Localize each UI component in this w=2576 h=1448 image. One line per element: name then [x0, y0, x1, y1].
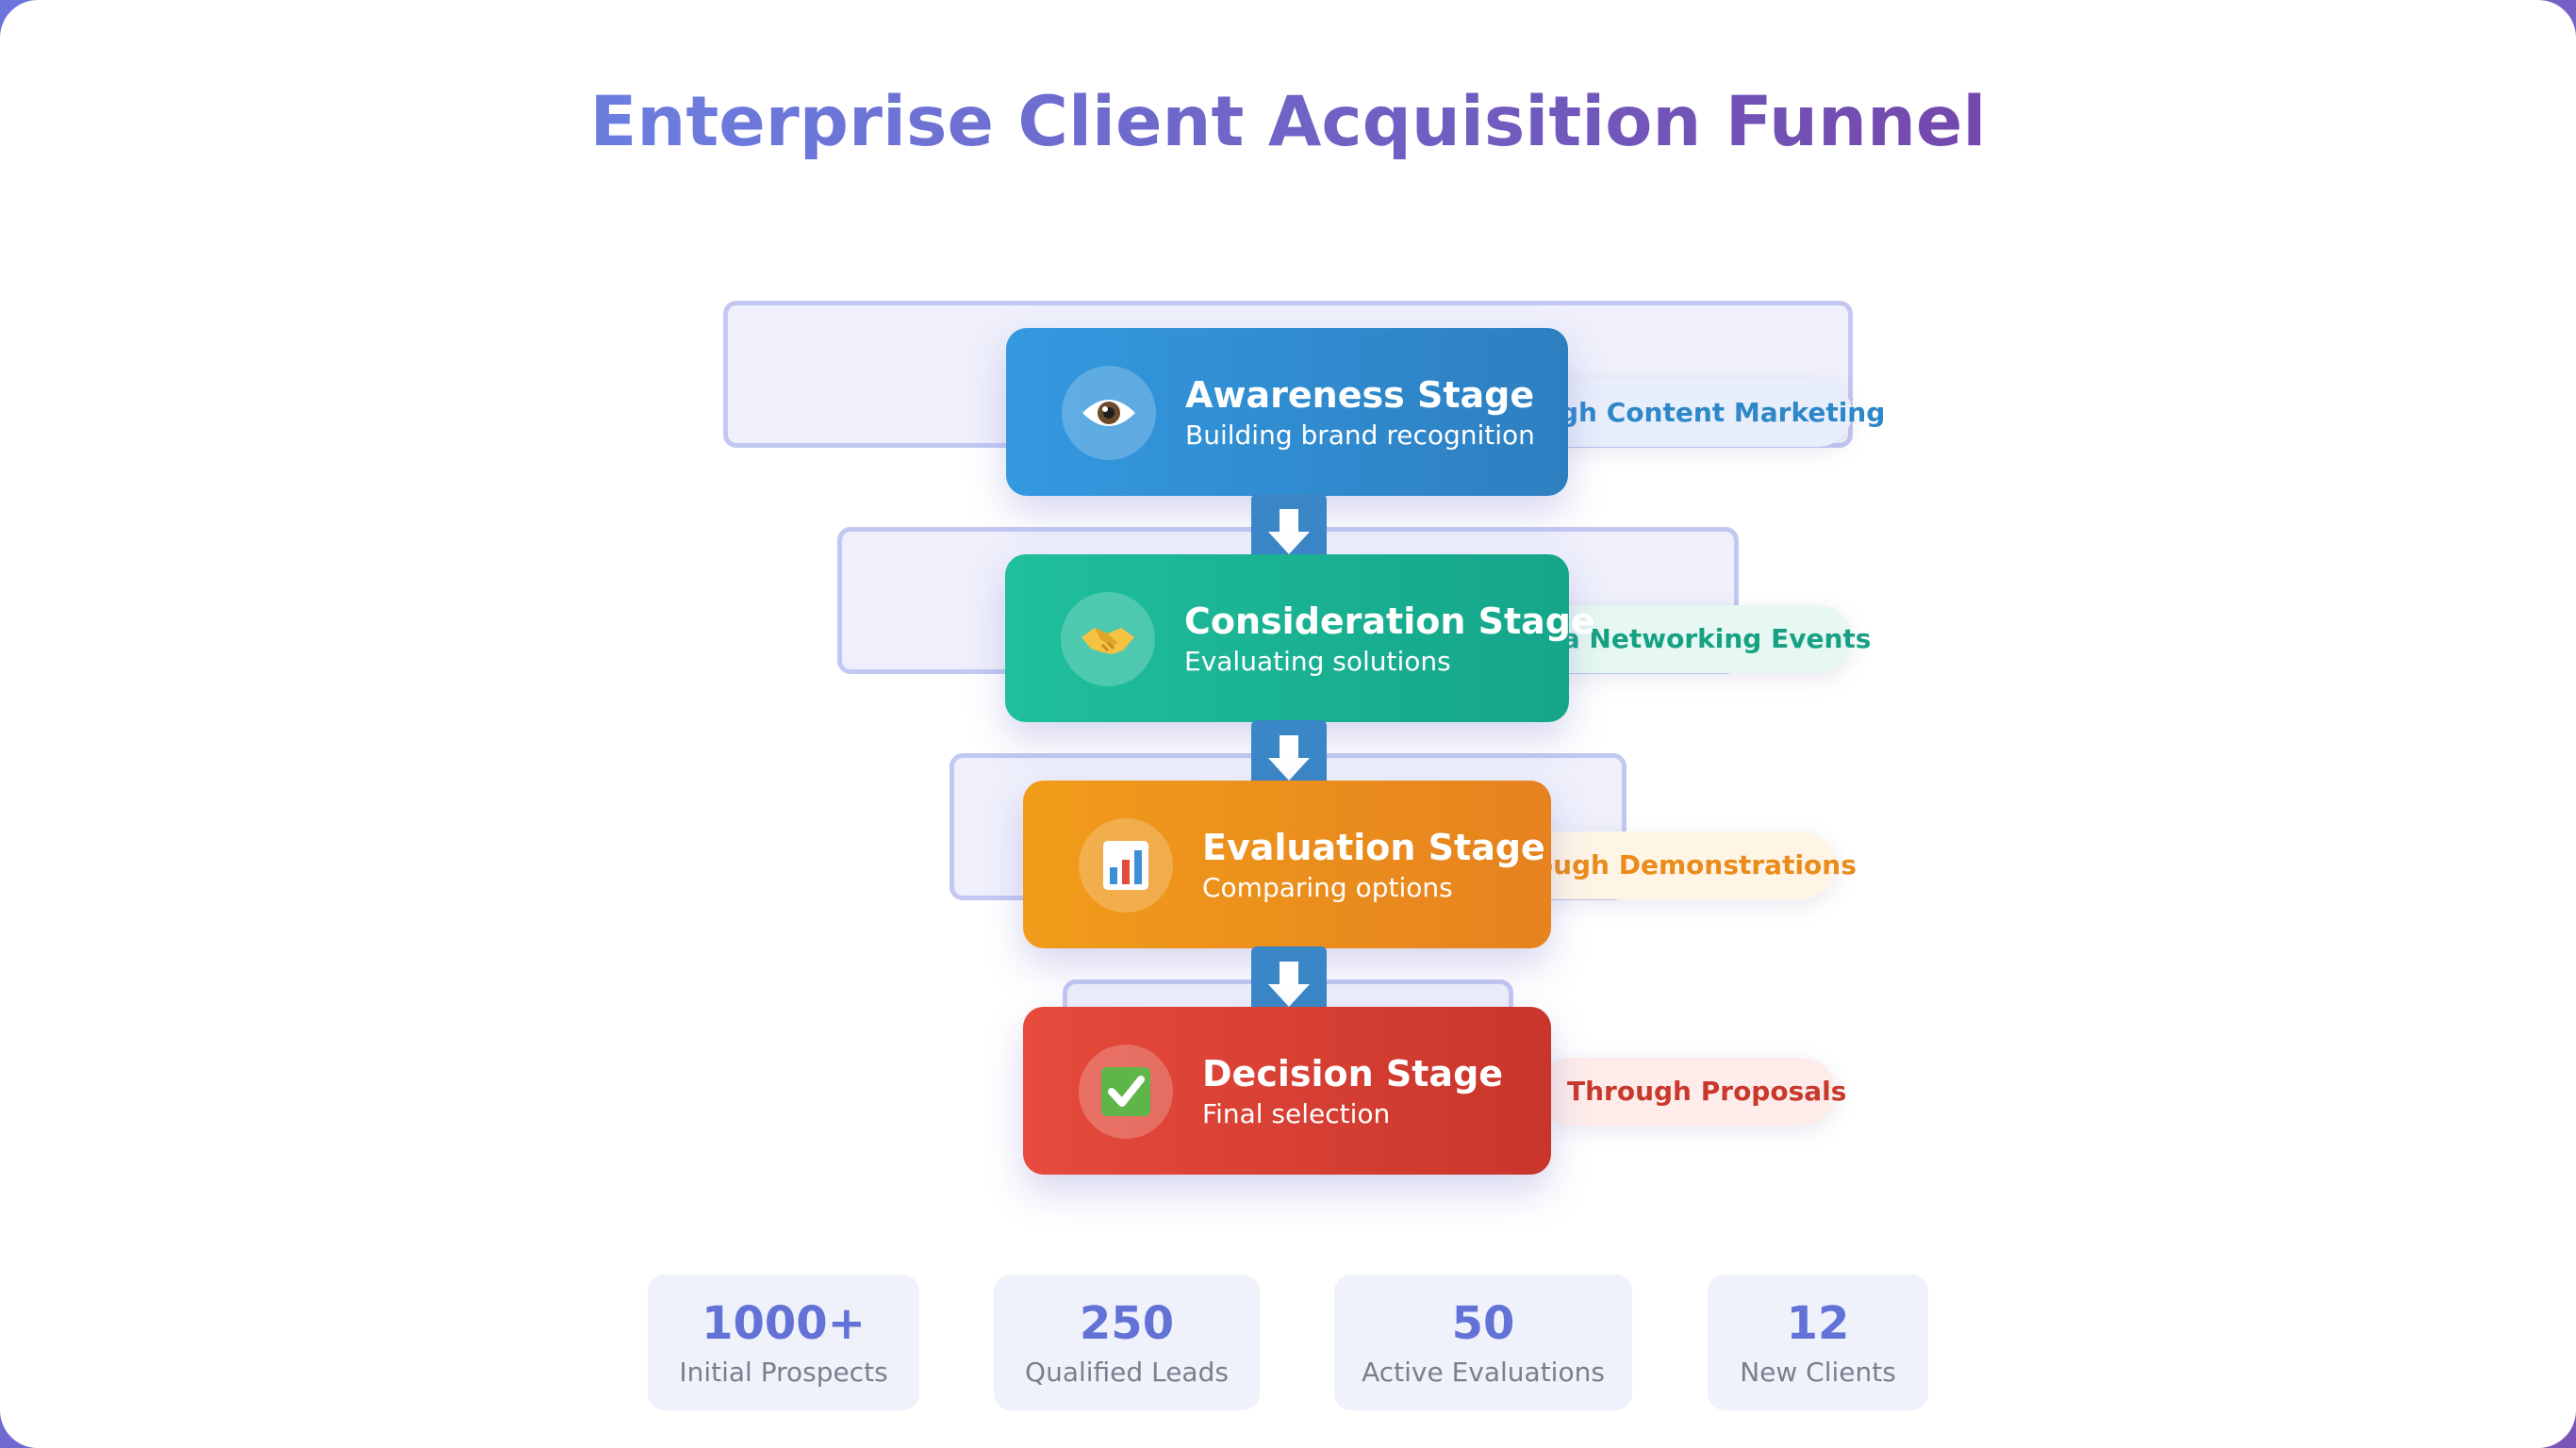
channel-pill-decision: Through Proposals: [1537, 1058, 1846, 1126]
page-title: Enterprise Client Acquisition Funnel: [589, 82, 1987, 162]
stage-name: Consideration Stage: [1184, 601, 1595, 642]
stage-name: Awareness Stage: [1185, 374, 1535, 416]
handshake-icon: [1061, 592, 1155, 686]
stat-value: 50: [1451, 1297, 1515, 1350]
stage-description: Building brand recognition: [1185, 420, 1535, 451]
stat-value: 1000+: [702, 1297, 866, 1350]
stage-awareness: Awareness Stage Building brand recogniti…: [1006, 328, 1568, 496]
stage-description: Comparing options: [1202, 872, 1453, 903]
stage-description: Evaluating solutions: [1184, 646, 1451, 677]
stage-decision: Decision Stage Final selection: [1023, 1007, 1551, 1175]
stage-name: Evaluation Stage: [1202, 827, 1545, 868]
stat-label: Initial Prospects: [679, 1357, 888, 1388]
stat-card-clients: 12 New Clients: [1708, 1275, 1928, 1410]
check-icon: [1079, 1045, 1173, 1139]
stat-label: New Clients: [1740, 1357, 1896, 1388]
stage-evaluation: Evaluation Stage Comparing options: [1023, 781, 1551, 948]
stage-description: Final selection: [1202, 1098, 1391, 1129]
stat-value: 250: [1079, 1297, 1175, 1350]
stat-card-leads: 250 Qualified Leads: [994, 1275, 1260, 1410]
stage-consideration: Consideration Stage Evaluating solutions: [1005, 554, 1595, 722]
stat-value: 12: [1786, 1297, 1850, 1350]
stat-label: Active Evaluations: [1362, 1357, 1605, 1388]
stat-card-prospects: 1000+ Initial Prospects: [648, 1275, 919, 1410]
stat-card-evaluations: 50 Active Evaluations: [1334, 1275, 1632, 1410]
bar-chart-icon: [1079, 818, 1173, 913]
stat-label: Qualified Leads: [1025, 1357, 1229, 1388]
eye-icon: [1062, 366, 1156, 460]
stage-name: Decision Stage: [1202, 1053, 1504, 1094]
